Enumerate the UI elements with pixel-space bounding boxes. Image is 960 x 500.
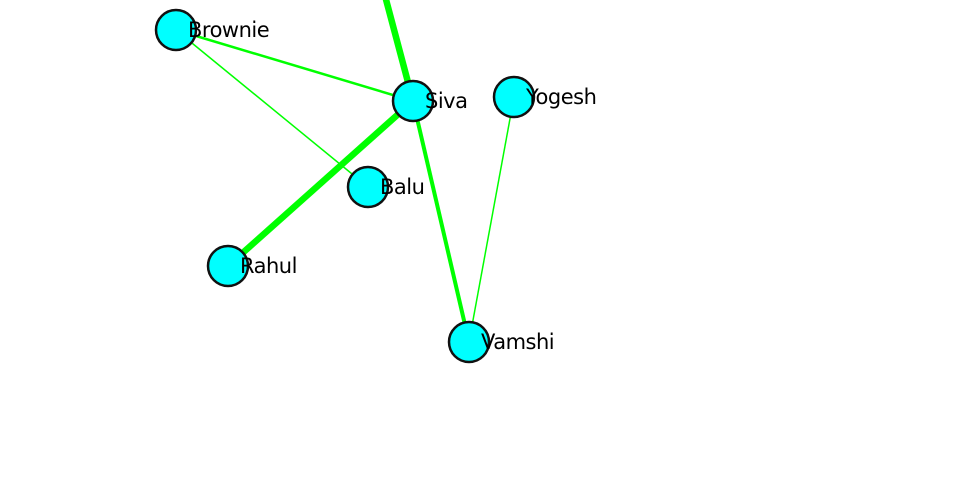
node-label-siva: Siva (425, 89, 467, 113)
node-label-balu: Balu (380, 175, 424, 199)
node-label-vamshi: Vamshi (481, 330, 554, 354)
node-rahul[interactable]: Rahul (206, 244, 297, 288)
edge-siva-vamshi (411, 100, 471, 343)
node-circle-yogesh[interactable] (492, 75, 536, 119)
node-circle-siva[interactable] (391, 79, 435, 123)
node-balu[interactable]: Balu (346, 165, 425, 209)
edge-siva-rahul (225, 98, 416, 269)
node-circle-balu[interactable] (346, 165, 390, 209)
node-circle-brownie[interactable] (154, 8, 198, 52)
node-label-yogesh: Yogesh (525, 85, 596, 109)
node-vamshi[interactable]: Vamshi (447, 320, 555, 364)
node-label-rahul: Rahul (240, 254, 297, 278)
node-siva[interactable]: Siva (391, 79, 468, 123)
edge-yogesh-vamshi (468, 96, 515, 343)
edge-brownie-siva (175, 28, 414, 103)
edges-layer (175, 0, 515, 343)
node-label-brownie: Brownie (188, 18, 269, 42)
node-yogesh[interactable]: Yogesh (492, 75, 597, 119)
node-circle-rahul[interactable] (206, 244, 250, 288)
edge-brownie-balu (175, 29, 369, 188)
node-brownie[interactable]: Brownie (154, 8, 270, 52)
node-circle-vamshi[interactable] (447, 320, 491, 364)
